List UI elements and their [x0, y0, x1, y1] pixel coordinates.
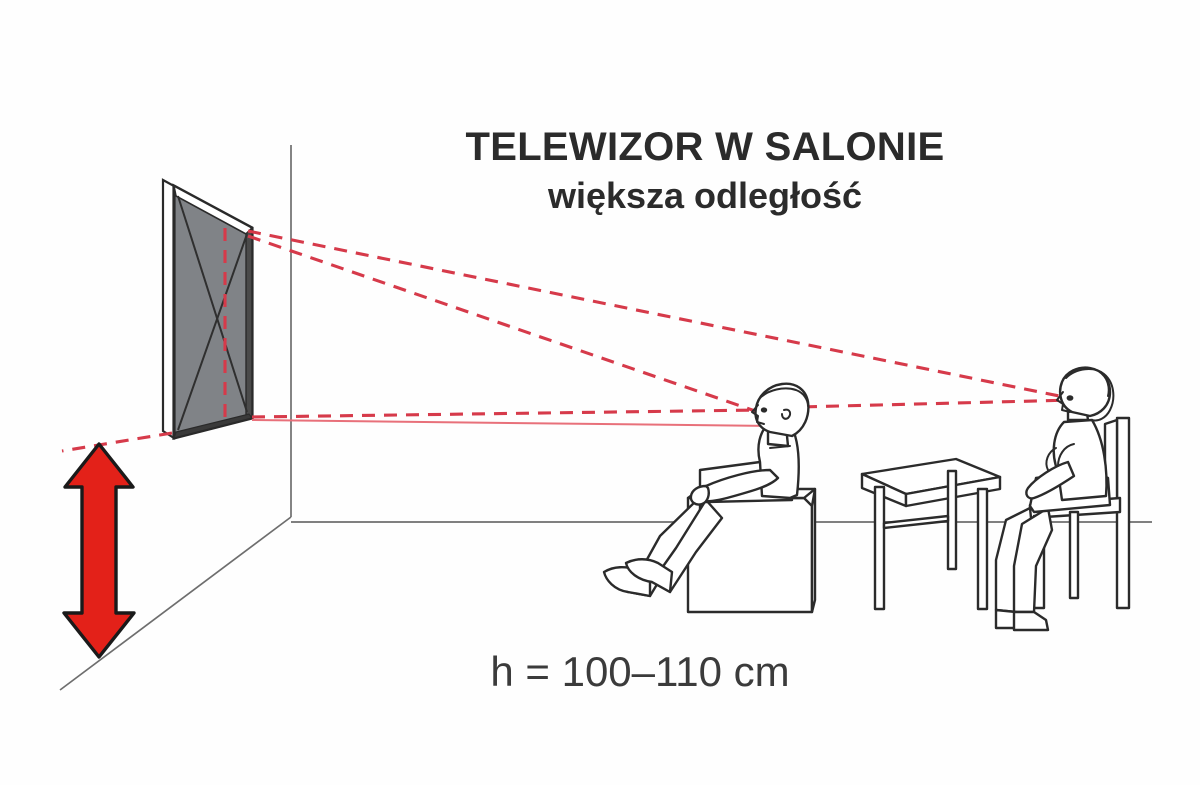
seated-woman[interactable] [994, 366, 1115, 632]
table-leg-front-right [976, 487, 989, 611]
woman-eye [1066, 395, 1074, 401]
sightline-tv-bottom-to-arrow [61, 431, 173, 453]
tv-bottom-bezel [173, 413, 254, 439]
tv-diagonal-a [177, 195, 248, 413]
woman-head [1058, 366, 1112, 418]
sightline-tv-top-to-man [247, 234, 759, 414]
man-head [754, 382, 810, 438]
woman-hair-detail [1099, 371, 1110, 397]
table-leg-front-left [873, 485, 886, 611]
man-hair [759, 387, 809, 407]
man-hand [689, 484, 710, 506]
table-stretcher [882, 514, 950, 530]
double-headed-arrow-shape [62, 442, 136, 659]
ottoman-side [810, 487, 817, 614]
woman-hair [1065, 368, 1115, 422]
woman-face-profile [1056, 391, 1071, 413]
dining-table[interactable] [860, 457, 1002, 611]
chair-mid-leg [1068, 510, 1080, 600]
seated-man[interactable] [602, 382, 810, 598]
left-floor-line [59, 516, 292, 691]
man-back-shoe [624, 558, 674, 594]
woman-back-shoe [1012, 610, 1050, 632]
man-ear [781, 408, 792, 420]
sightline-tv-top-to-woman [247, 229, 1075, 401]
tv-diagonal-b [177, 233, 248, 431]
eye-level-solid-line [251, 419, 773, 427]
height-arrow[interactable] [62, 442, 136, 659]
woman-sleeve [1057, 443, 1075, 467]
woman-arm [1025, 460, 1076, 500]
sightline-tv-bottom-to-man [251, 408, 761, 419]
sightline-man-to-woman [759, 398, 1075, 410]
wall-mounted-tv[interactable] [161, 178, 254, 441]
woman-torso [1052, 418, 1108, 502]
tv-right-bezel [245, 226, 253, 420]
man-eye [760, 407, 768, 413]
man-face-profile [751, 404, 765, 425]
tv-side-thickness [161, 178, 176, 441]
chair-back-post [1115, 416, 1131, 610]
